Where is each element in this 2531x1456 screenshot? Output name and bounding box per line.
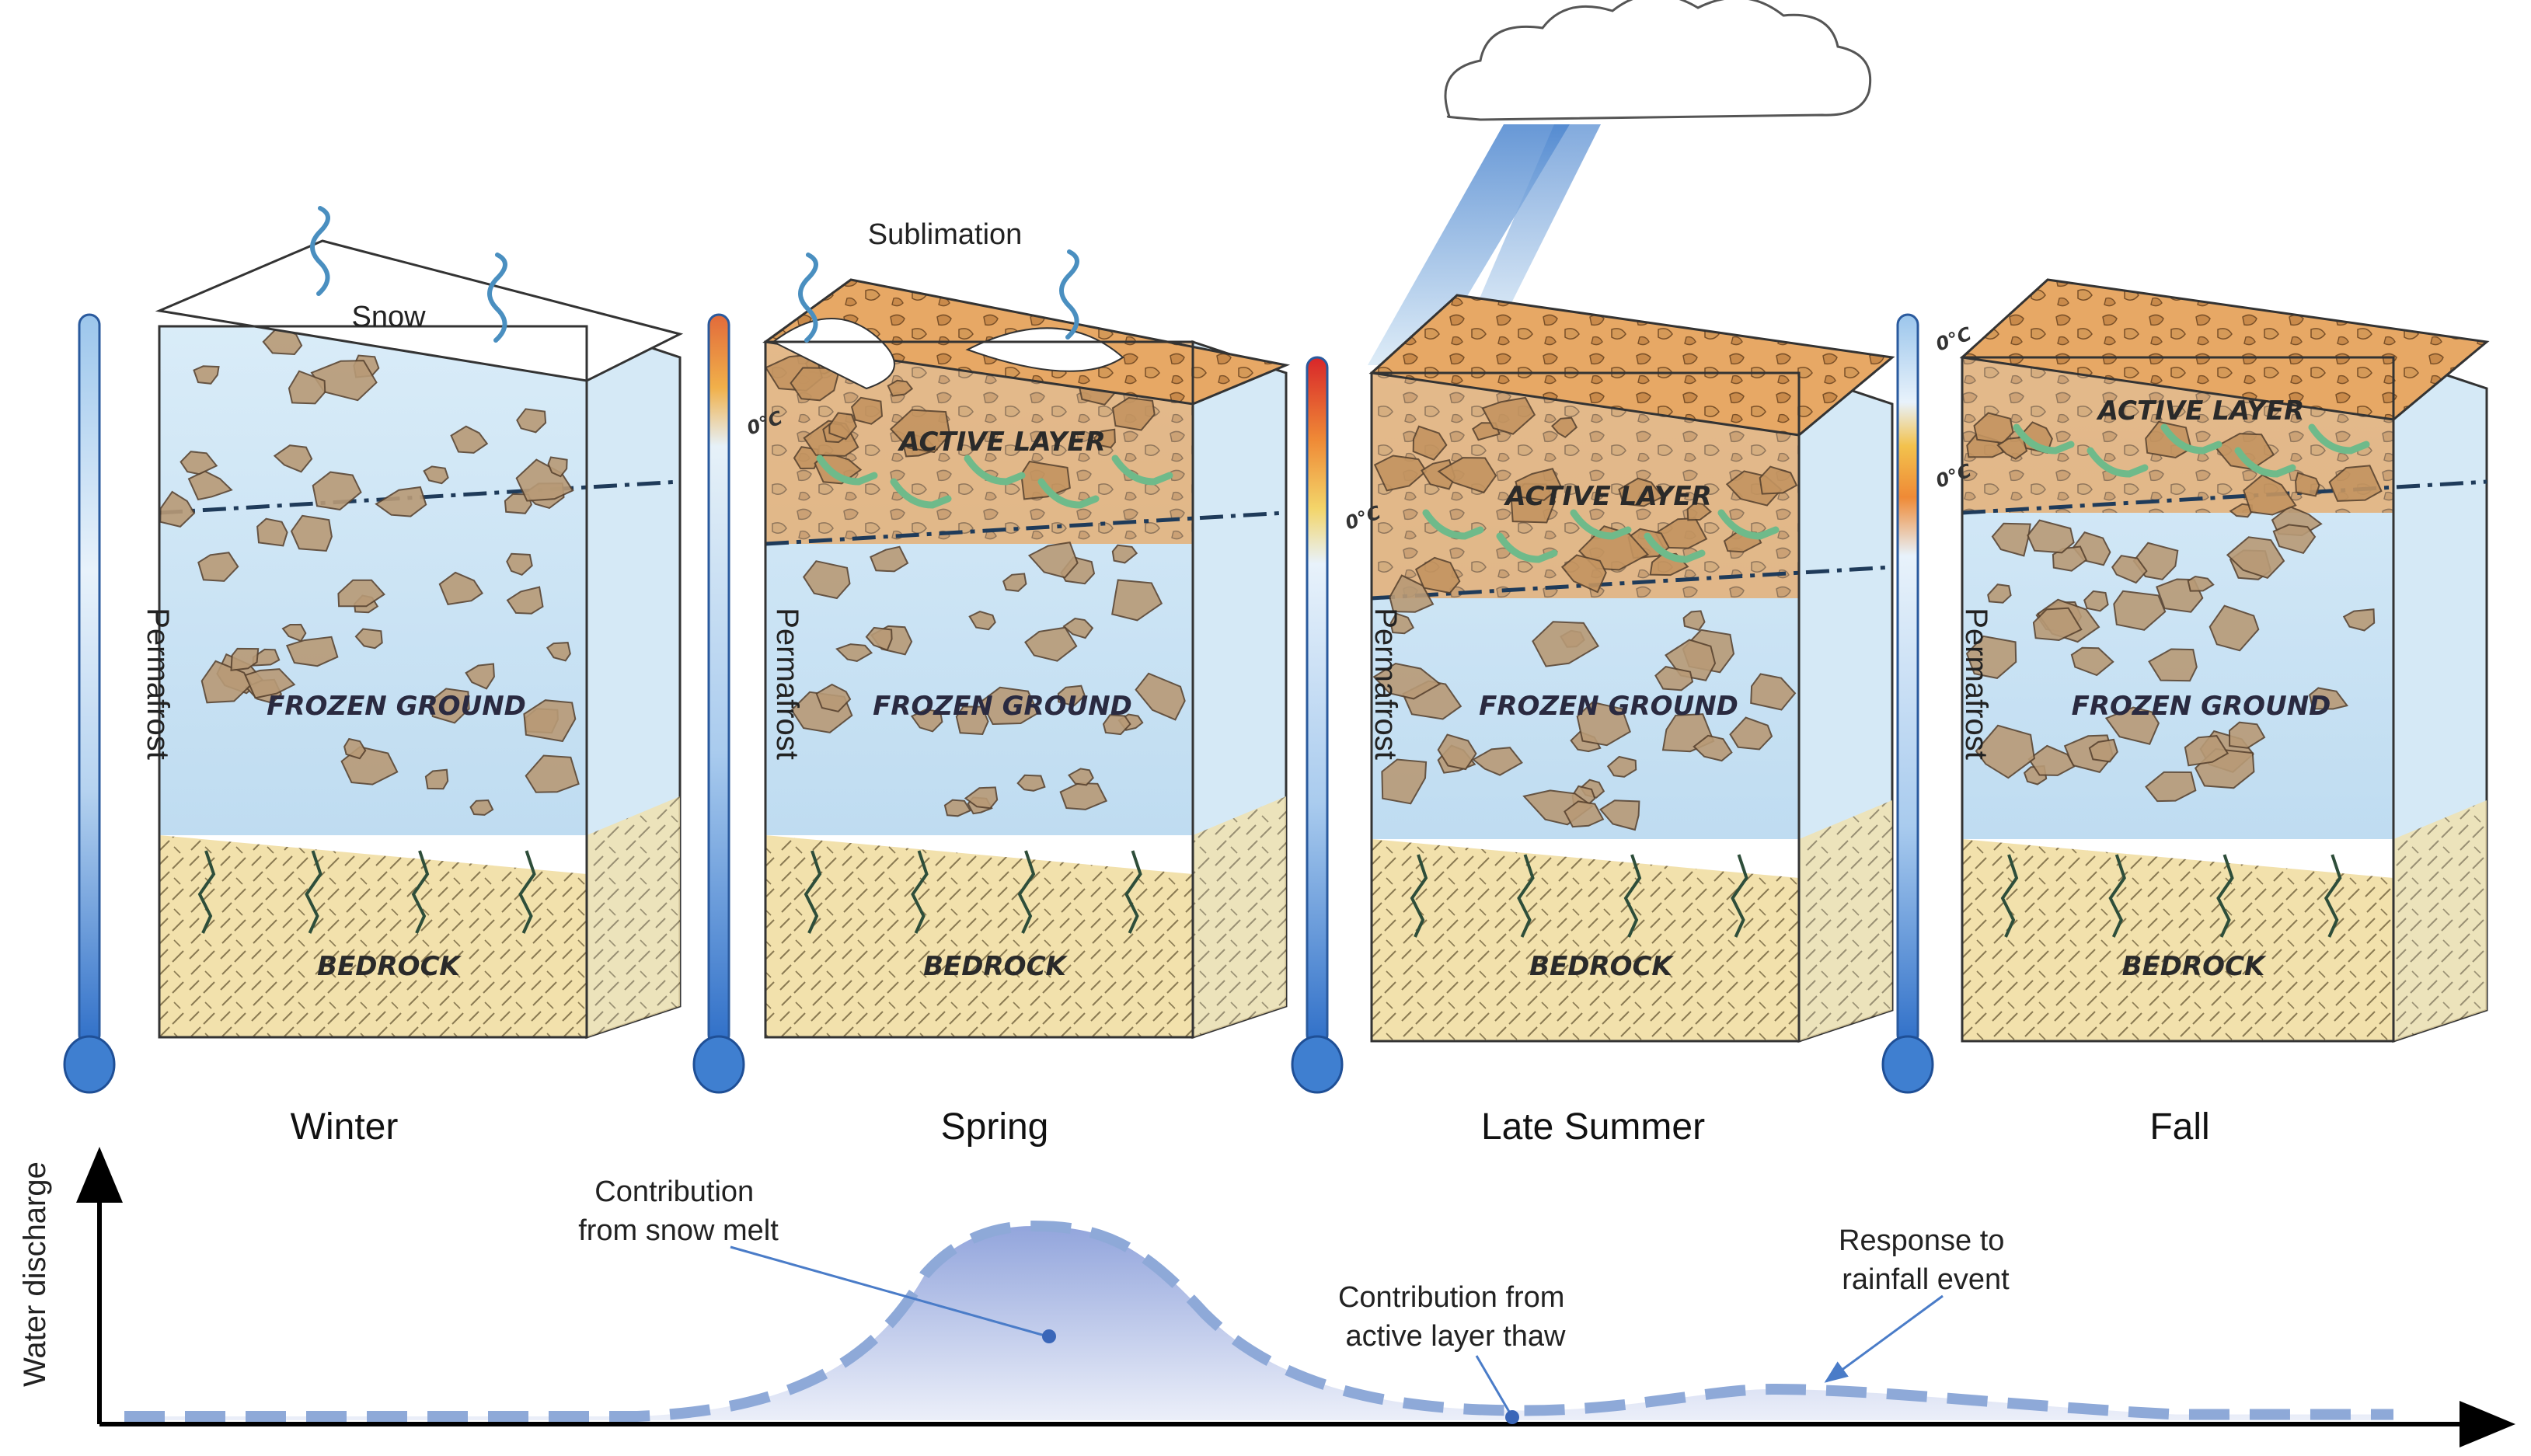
thawed-surface — [1368, 294, 1895, 437]
rock-clasts — [159, 326, 580, 816]
thermometer-bulb — [1881, 1035, 1934, 1094]
bedrock-label: BEDROCK — [2122, 951, 2267, 982]
bedrock-layer — [765, 835, 1193, 1037]
active-thaw-leader — [1475, 1355, 1513, 1416]
rainfall-leader — [1824, 1294, 1944, 1383]
permafrost-label: Permafrost — [770, 608, 804, 760]
thermometer-spring: Permafrost — [692, 313, 804, 1094]
thaw-front-line — [1961, 479, 2487, 515]
thermometer-late-summer: Permafrost — [1291, 356, 1403, 1094]
thermometer-winter: Permafrost — [63, 313, 175, 1094]
frozen-ground-label: FROZEN GROUND — [267, 691, 526, 722]
frozen-ground-label: FROZEN GROUND — [2072, 691, 2331, 722]
block-side-bedrock — [587, 796, 680, 1037]
block-front-outline — [1961, 356, 2395, 1043]
season-label-winter: Winter — [291, 1106, 399, 1148]
active-thaw-annotation: Contribution from active layer thaw — [1338, 1281, 1573, 1353]
hydrograph: Water discharge Contribution from snow m… — [18, 1147, 2515, 1447]
active-layer-label: ACTIVE LAYER — [1503, 481, 1712, 512]
snow-melt-annotation: Contribution from snow melt — [578, 1176, 779, 1247]
thermometer-tube — [707, 313, 730, 1047]
bedrock-cracks — [804, 850, 1142, 934]
bedrock-cracks — [2000, 854, 2342, 938]
frozen-ground-label: FROZEN GROUND — [873, 691, 1132, 722]
season-label-late-summer: Late Summer — [1481, 1106, 1705, 1148]
bedrock-cracks — [1410, 854, 1748, 938]
block-front-outline — [1370, 371, 1801, 1043]
discharge-fill — [124, 1226, 2393, 1420]
block-fall: ACTIVE LAYER FROZEN GROUND BEDROCK — [1959, 278, 2490, 1043]
subsurface-flow-arrows — [1422, 509, 1780, 563]
bedrock-layer — [159, 835, 587, 1037]
bedrock-label: BEDROCK — [1529, 951, 1674, 982]
thermometer-tube — [1896, 313, 1919, 1047]
season-label-fall: Fall — [2149, 1106, 2209, 1148]
subsurface-flow-arrows — [816, 455, 1173, 509]
thermometer-bulb — [63, 1035, 116, 1094]
permafrost-label: Permafrost — [141, 608, 175, 760]
thermometer-tube — [1306, 356, 1329, 1047]
snow-label: Snow — [351, 301, 426, 333]
subsurface-flow-arrows — [2013, 423, 2370, 478]
rock-clasts — [1372, 396, 1798, 831]
block-side-bedrock — [2393, 800, 2487, 1041]
bedrock-label: BEDROCK — [923, 951, 1068, 982]
bedrock-label: BEDROCK — [317, 951, 462, 982]
snow-melt-point — [1042, 1329, 1056, 1343]
thermometer-bulb — [1291, 1035, 1344, 1094]
active-layer-label: ACTIVE LAYER — [897, 427, 1106, 458]
block-spring: ACTIVE LAYER FROZEN GROUND BEDROCK — [762, 278, 1291, 1040]
season-label-spring: Spring — [941, 1106, 1049, 1148]
rock-clasts — [1965, 385, 2383, 803]
block-winter: FROZEN GROUND BEDROCK — [155, 239, 684, 1040]
rainfall-annotation: Response to rainfall event — [1839, 1224, 2013, 1296]
thermometer-bulb — [692, 1035, 745, 1094]
snow-melt-leader — [730, 1245, 1048, 1338]
rain-streaks — [1368, 124, 1601, 365]
bedrock-layer — [1372, 839, 1799, 1041]
rain-cloud — [1444, 0, 1872, 121]
active-layer-label: ACTIVE LAYER — [2096, 395, 2305, 427]
block-late-summer: ACTIVE LAYER FROZEN GROUND BEDROCK — [1368, 294, 1895, 1043]
permafrost-label: Permafrost — [1368, 608, 1403, 760]
discharge-curve — [124, 1220, 2393, 1422]
block-side-bedrock — [1193, 796, 1286, 1037]
block-front-outline — [764, 340, 1194, 1039]
block-front-outline — [158, 325, 588, 1039]
block-side-bedrock — [1799, 800, 1892, 1041]
thermometer-tube — [78, 313, 101, 1047]
active-thaw-point — [1505, 1410, 1519, 1424]
vapor-squiggles — [310, 206, 1079, 343]
snow-cover — [155, 239, 684, 382]
thermometer-fall: Permafrost — [1881, 313, 1993, 1094]
thawed-surface — [1959, 278, 2490, 421]
permafrost-label: Permafrost — [1959, 608, 1993, 760]
y-axis-label: Water discharge — [18, 1162, 52, 1387]
bedrock-layer — [1962, 839, 2393, 1041]
snow-patch — [965, 327, 1124, 372]
frozen-ground-label: FROZEN GROUND — [1479, 691, 1738, 722]
sublimation-label: Sublimation — [868, 218, 1023, 251]
bedrock-cracks — [197, 850, 536, 934]
